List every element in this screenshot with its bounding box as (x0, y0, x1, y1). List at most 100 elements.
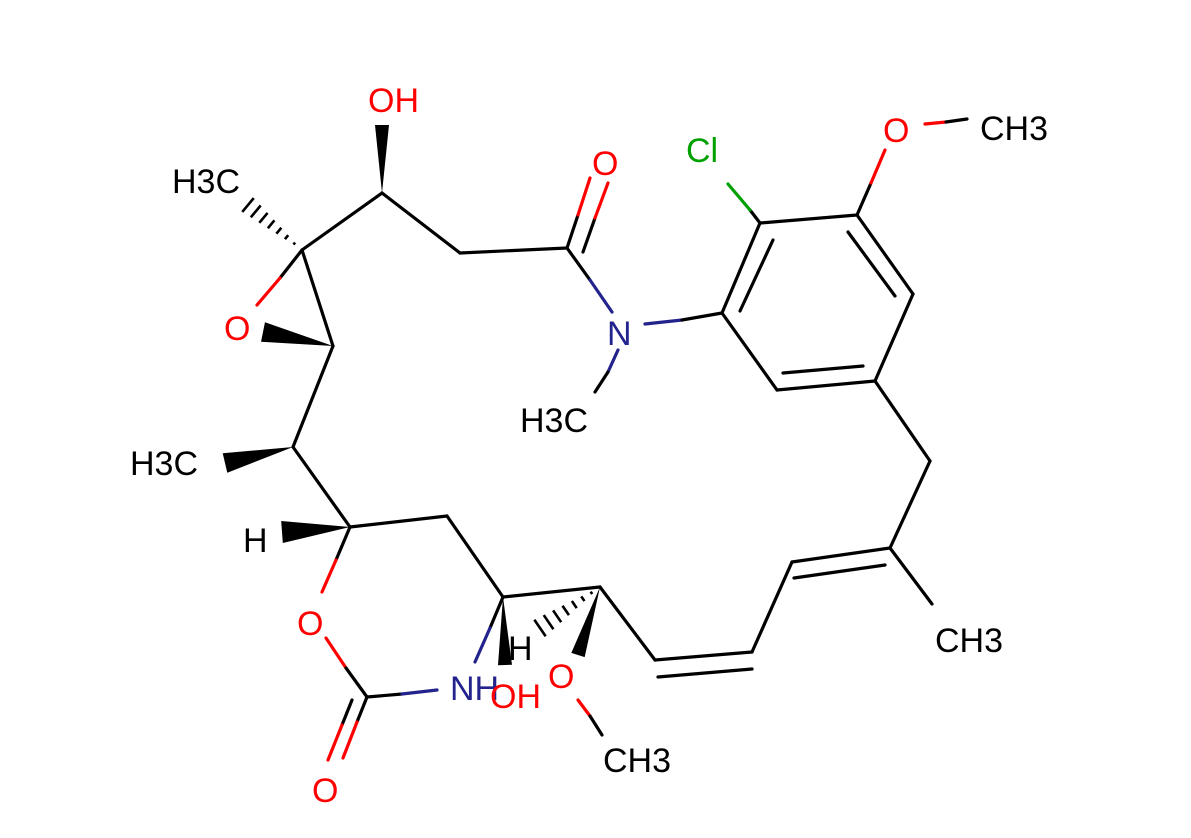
bond (348, 514, 449, 529)
bond (291, 445, 352, 529)
bond (588, 278, 614, 314)
hashed-bond-stroke (292, 241, 297, 246)
wedge-bond (498, 597, 512, 666)
bond (855, 181, 873, 217)
bond (680, 311, 724, 322)
bond (341, 720, 359, 760)
bond (656, 667, 754, 679)
bond (344, 666, 369, 699)
bond (781, 364, 865, 375)
hashed-bond-stroke (258, 212, 269, 224)
bond (473, 626, 492, 664)
bond (576, 698, 592, 718)
bond (300, 248, 335, 348)
bond (643, 318, 684, 326)
bond (738, 238, 775, 313)
bond (653, 650, 754, 662)
bond (320, 558, 338, 594)
bond (888, 546, 934, 606)
bond (565, 213, 580, 250)
atom-label-h-nh-carbon: H (508, 630, 533, 668)
hashed-bond-stroke (589, 590, 594, 595)
bond (888, 459, 932, 550)
bond (792, 563, 887, 580)
bond (255, 276, 282, 307)
bond (923, 120, 948, 126)
bond (576, 176, 592, 217)
bond (846, 230, 897, 298)
hashed-bond-stroke (552, 609, 563, 623)
bond (488, 595, 505, 630)
bond (869, 148, 887, 185)
bond (726, 182, 752, 212)
bond (581, 216, 597, 254)
bond (326, 723, 344, 762)
atom-label-epoxide-methyl: H3C (172, 163, 240, 201)
bond (750, 560, 794, 654)
atom-label-epoxide-o: O (224, 310, 250, 348)
bond (775, 379, 877, 392)
bond (400, 688, 439, 696)
atom-label-n-methyl: H3C (520, 402, 588, 440)
bond (790, 546, 892, 564)
atom-label-cl: Cl (686, 132, 718, 170)
atom-label-methoxy-o: O (548, 658, 574, 696)
atom-label-aryl-methoxy-o: O (883, 112, 909, 150)
hashed-bond-stroke (580, 595, 586, 602)
bond (291, 344, 335, 449)
bond (748, 208, 762, 225)
atom-label-aryl-methoxy-ch3: CH3 (980, 110, 1048, 148)
bond (458, 246, 569, 255)
bond (365, 692, 404, 699)
bond (758, 213, 859, 225)
hashed-bond-stroke (275, 226, 283, 235)
bond (565, 246, 592, 282)
wedge-bond (222, 447, 293, 473)
hashed-bond-stroke (249, 204, 262, 219)
bond (944, 117, 969, 124)
bond (355, 695, 369, 724)
atom-label-methoxy-ch3: CH3 (603, 742, 671, 780)
bond (593, 370, 610, 394)
atom-label-oh-top: OH (368, 82, 419, 120)
bond (593, 181, 610, 220)
hashed-bond-stroke (570, 600, 578, 609)
wedge-bond (375, 125, 389, 193)
bond (606, 348, 620, 374)
bond (588, 714, 604, 737)
hashed-bond-stroke (542, 614, 555, 630)
bond (334, 525, 352, 562)
atom-label-carbamate-o: O (312, 772, 338, 810)
atom-label-amide-o: O (592, 145, 618, 183)
bond (380, 191, 462, 255)
bond (445, 514, 505, 599)
atom-label-side-methyl: H3C (130, 445, 198, 483)
bond (873, 292, 915, 383)
bond (720, 221, 762, 315)
bond (855, 213, 915, 296)
hashed-bond-stroke (533, 619, 547, 637)
atom-label-ester-o: O (297, 605, 323, 643)
atom-label-diene-methyl: CH3 (935, 622, 1003, 660)
wedge-bond (261, 322, 333, 346)
atom-label-amide-n: N (607, 315, 632, 353)
bond (324, 636, 348, 670)
bond (300, 191, 384, 252)
hashed-bond-stroke (266, 219, 276, 230)
bond (278, 248, 304, 280)
wedge-bond (281, 521, 350, 543)
atom-label-oh-bottom: OH (490, 678, 541, 716)
hashed-bond-stroke (283, 234, 290, 240)
atom-label-h-ester: H (243, 522, 268, 560)
bond (720, 311, 779, 392)
bond (501, 585, 602, 599)
bond (873, 379, 932, 463)
hashed-bond-stroke (561, 604, 571, 616)
hashed-bond-stroke (241, 197, 255, 213)
bond (598, 585, 657, 662)
wedge-bond (571, 587, 600, 658)
bond (340, 698, 354, 727)
atom-label-carbamate-nh: NH (450, 670, 499, 708)
